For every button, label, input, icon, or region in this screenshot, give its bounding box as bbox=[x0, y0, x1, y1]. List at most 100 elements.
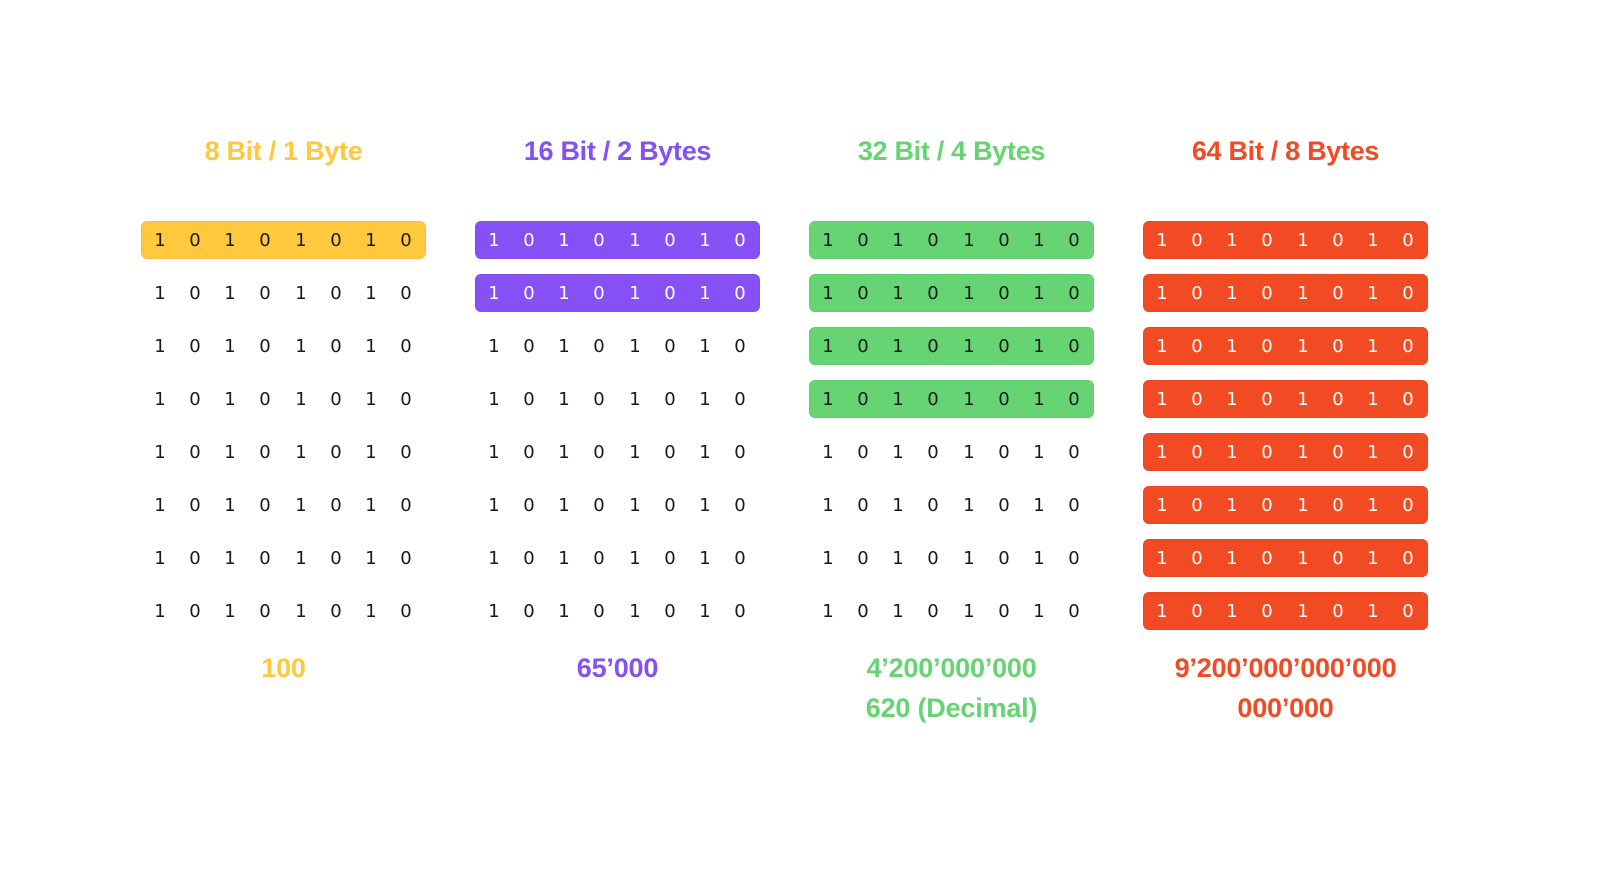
bit-digit: 0 bbox=[400, 494, 412, 516]
bit-digit: 0 bbox=[857, 282, 869, 304]
bit-digit: 0 bbox=[857, 441, 869, 463]
bit-digit: 0 bbox=[400, 388, 412, 410]
bit-digit: 0 bbox=[1332, 388, 1344, 410]
bit-digit: 1 bbox=[1297, 600, 1309, 622]
bit-digit: 1 bbox=[1297, 282, 1309, 304]
bit-digit: 1 bbox=[295, 229, 307, 251]
bit-digit: 1 bbox=[154, 547, 166, 569]
bit-digit: 0 bbox=[734, 547, 746, 569]
bit-digit: 1 bbox=[1033, 441, 1045, 463]
bit-digit: 0 bbox=[1402, 547, 1414, 569]
bit-digit: 1 bbox=[629, 494, 641, 516]
bit-digit: 0 bbox=[1191, 547, 1203, 569]
bit-digit: 0 bbox=[1332, 547, 1344, 569]
bit-digit: 1 bbox=[1367, 388, 1379, 410]
bit-digit: 1 bbox=[295, 441, 307, 463]
bit-digit: 0 bbox=[593, 335, 605, 357]
bit-digit: 0 bbox=[330, 388, 342, 410]
bit-digit: 1 bbox=[892, 494, 904, 516]
bit-digit: 1 bbox=[822, 282, 834, 304]
bit-digit: 0 bbox=[1332, 229, 1344, 251]
bit-digit: 1 bbox=[963, 282, 975, 304]
bit-digit: 1 bbox=[822, 494, 834, 516]
bit-digit: 1 bbox=[1033, 494, 1045, 516]
column-title: 8 Bit / 1 Byte bbox=[204, 136, 363, 166]
bit-digit: 0 bbox=[523, 282, 535, 304]
bit-digit: 0 bbox=[259, 388, 271, 410]
bit-digit: 1 bbox=[963, 441, 975, 463]
bit-digit: 1 bbox=[365, 494, 377, 516]
bit-digit: 1 bbox=[1367, 229, 1379, 251]
bit-digit: 1 bbox=[488, 388, 500, 410]
bit-digit: 0 bbox=[189, 335, 201, 357]
bit-digit: 0 bbox=[330, 547, 342, 569]
max-value: 65’000 bbox=[435, 648, 800, 688]
bit-digit: 1 bbox=[154, 494, 166, 516]
bit-digit: 0 bbox=[1402, 335, 1414, 357]
bit-digit: 0 bbox=[1332, 494, 1344, 516]
bit-digit: 0 bbox=[1191, 388, 1203, 410]
max-value-line: 000’000 bbox=[1237, 693, 1334, 723]
bit-digit: 1 bbox=[365, 282, 377, 304]
bit-digit: 0 bbox=[927, 441, 939, 463]
bit-digit: 1 bbox=[963, 547, 975, 569]
bit-digit: 0 bbox=[189, 600, 201, 622]
bit-digit: 1 bbox=[1226, 600, 1238, 622]
bit-digit: 1 bbox=[1367, 335, 1379, 357]
bit-digit: 1 bbox=[295, 547, 307, 569]
bit-digit: 0 bbox=[734, 441, 746, 463]
bit-digit: 0 bbox=[1332, 441, 1344, 463]
bit-digit: 1 bbox=[699, 229, 711, 251]
bit-digit: 1 bbox=[699, 600, 711, 622]
bit-digit: 1 bbox=[365, 441, 377, 463]
bit-digit: 0 bbox=[1191, 282, 1203, 304]
bit-digit: 1 bbox=[365, 229, 377, 251]
bit-digit: 1 bbox=[629, 282, 641, 304]
bit-digit: 0 bbox=[523, 547, 535, 569]
bit-digit: 0 bbox=[400, 282, 412, 304]
bit-digit: 1 bbox=[822, 441, 834, 463]
bit-digit: 0 bbox=[857, 494, 869, 516]
bit-digit: 0 bbox=[259, 547, 271, 569]
max-value-line: 620 (Decimal) bbox=[865, 693, 1038, 723]
bit-digit: 1 bbox=[1367, 441, 1379, 463]
bit-digit: 1 bbox=[224, 600, 236, 622]
bit-digit: 0 bbox=[330, 335, 342, 357]
bit-digit: 0 bbox=[259, 335, 271, 357]
bit-digit: 0 bbox=[1261, 282, 1273, 304]
bit-digit: 1 bbox=[629, 600, 641, 622]
bit-digit: 0 bbox=[664, 494, 676, 516]
bit-digit: 1 bbox=[365, 335, 377, 357]
bit-digit: 0 bbox=[259, 441, 271, 463]
bit-digit: 0 bbox=[400, 335, 412, 357]
bit-digit: 0 bbox=[1402, 388, 1414, 410]
bit-digit: 1 bbox=[822, 600, 834, 622]
bit-digit: 1 bbox=[558, 282, 570, 304]
bit-digit: 0 bbox=[664, 388, 676, 410]
bit-digit: 1 bbox=[1297, 335, 1309, 357]
bit-digit: 1 bbox=[224, 282, 236, 304]
bit-digit: 0 bbox=[400, 600, 412, 622]
bit-digit: 0 bbox=[1068, 388, 1080, 410]
bit-digit: 0 bbox=[400, 229, 412, 251]
bit-digit: 1 bbox=[699, 547, 711, 569]
bit-digit: 0 bbox=[998, 600, 1010, 622]
bit-digit: 1 bbox=[154, 441, 166, 463]
bit-digit: 0 bbox=[1191, 441, 1203, 463]
bit-digit: 1 bbox=[295, 282, 307, 304]
bit-digit: 0 bbox=[259, 282, 271, 304]
bit-digit: 1 bbox=[224, 335, 236, 357]
bit-digit: 0 bbox=[1068, 600, 1080, 622]
bit-digit: 0 bbox=[664, 282, 676, 304]
